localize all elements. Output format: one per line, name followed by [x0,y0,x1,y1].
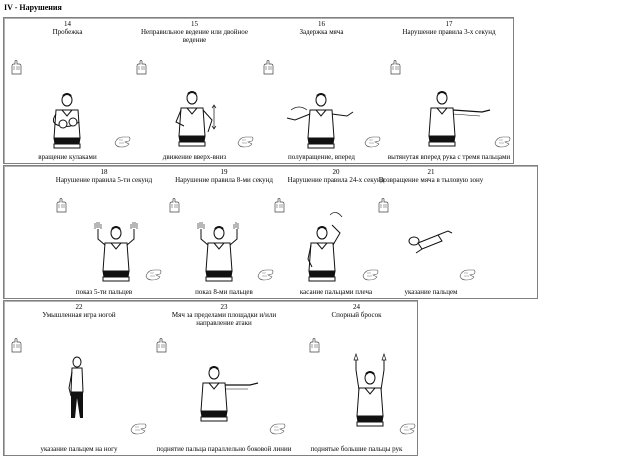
signal-caption: вращение кулаками [38,153,97,161]
signal-name: Пробежка [52,28,83,36]
signal-caption: полувращение, вперед [288,153,355,161]
row-panel-1: 14 Пробежка вращение кулаками 15 Неправи… [3,17,514,164]
signal-name: Нарушение правила 24-х секунд [287,176,385,184]
signal-name: Мяч за пределами площадки и/или направле… [171,311,277,327]
section-title: IV - Нарушения [4,3,62,12]
signal-number: 21 [427,168,435,176]
signal-number: 20 [332,168,340,176]
signal-17: 17 Нарушение правила 3-х секунд вытянута… [385,20,513,163]
signal-21: 21 Возвращение мяча в тыловую зону указа… [376,168,486,298]
signal-number: 17 [445,20,453,28]
signal-caption: поднятие пальца параллельно боковой лини… [156,445,292,453]
signal-19: 19 Нарушение правила 8-ми секунд показ 8… [164,168,284,298]
signal-caption: вытянутая вперед рука с тремя пальцами [387,153,511,161]
signal-number: 14 [64,20,71,28]
signal-caption: касание пальцами плеча [299,288,373,296]
signal-name: Спорный бросок [331,311,382,319]
signal-number: 19 [220,168,228,176]
signal-name: Неправильное ведение или двойное ведение [141,28,248,44]
signal-number: 22 [75,303,83,311]
signal-22: 22 Умышленная игра ногой указание пальце… [4,303,154,455]
signal-caption: показ 5-ти пальцев [75,288,133,296]
row-panel-3: 22 Умышленная игра ногой указание пальце… [3,300,418,456]
signal-name: Нарушение правила 8-ми секунд [175,176,273,184]
signal-caption: движение вверх-вниз [162,153,227,161]
signal-14: 14 Пробежка вращение кулаками [4,20,131,163]
signal-24: 24 Спорный бросок поднятые большие пальц… [294,303,419,455]
signal-name: Умышленная игра ногой [42,311,116,319]
signal-18: 18 Нарушение правила 5-ти секунд показ 5… [44,168,164,298]
signal-caption: указание пальцем на ногу [40,445,118,453]
signal-caption: указание пальцем [404,288,458,296]
signal-16: 16 Задержка мяча полувращение, вперед [258,20,385,163]
signal-caption: показ 8-ми пальцев [195,288,253,296]
signal-number: 24 [353,303,360,311]
signal-name: Нарушение правила 5-ти секунд [55,176,153,184]
signal-name: Возвращение мяча в тыловую зону [378,176,484,184]
signal-caption: поднятые большие пальцы рук [310,445,403,453]
signal-15: 15 Неправильное ведение или двойное веде… [131,20,258,163]
row-panel-2: 18 Нарушение правила 5-ти секунд показ 5… [3,165,538,299]
signal-20: 20 Нарушение правила 24-х секунд касание… [276,168,396,298]
signal-23: 23 Мяч за пределами площадки и/или напра… [149,303,299,455]
signal-number: 15 [191,20,198,28]
signal-number: 23 [220,303,228,311]
signal-number: 18 [100,168,108,176]
signal-name: Задержка мяча [299,28,344,36]
signal-name: Нарушение правила 3-х секунд [402,28,496,36]
signal-number: 16 [318,20,325,28]
